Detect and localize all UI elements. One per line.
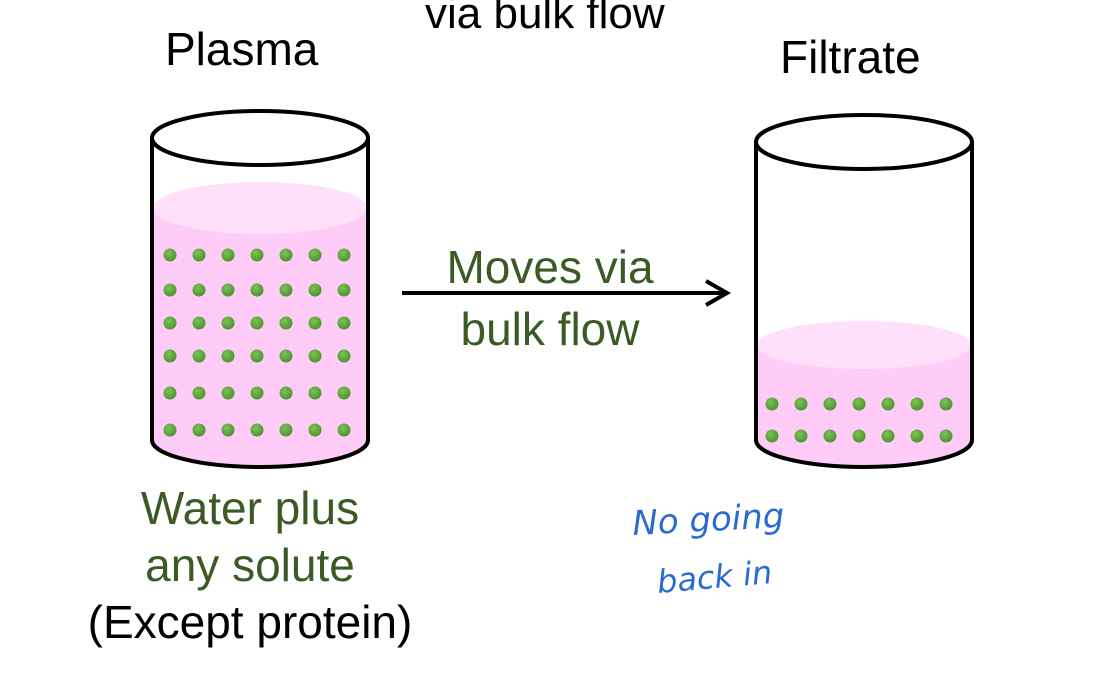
solute-particle	[337, 283, 351, 297]
solute-particle	[192, 386, 206, 400]
arrow-head	[705, 279, 732, 307]
solute-particle	[337, 423, 351, 437]
solute-particle	[279, 349, 293, 363]
arrow-label-line1: Moves via	[446, 241, 654, 293]
solute-particle	[308, 283, 322, 297]
plasma-description-line1: Water plus	[140, 482, 360, 534]
solute-particle	[823, 397, 837, 411]
solute-particle	[910, 429, 924, 443]
top-caption: via bulk flow	[425, 0, 665, 38]
solute-particle	[192, 283, 206, 297]
bulk-flow-arrow	[402, 279, 732, 307]
solute-particle	[939, 397, 953, 411]
solute-particle	[250, 386, 264, 400]
arrow-label-line2: bulk flow	[460, 303, 640, 355]
solute-particle	[939, 429, 953, 443]
plasma-liquid-surface	[153, 182, 367, 234]
plasma-description-line3: (Except protein)	[87, 596, 413, 648]
solute-particle	[337, 349, 351, 363]
filtrate-beaker-rim	[754, 113, 974, 171]
solute-particle	[221, 349, 235, 363]
solute-particle	[221, 316, 235, 330]
solute-particle	[308, 349, 322, 363]
solute-particle	[250, 248, 264, 262]
solute-particle	[279, 316, 293, 330]
solute-particle	[794, 397, 808, 411]
solute-particle	[337, 316, 351, 330]
solute-particle	[337, 386, 351, 400]
solute-particle	[192, 316, 206, 330]
solute-particle	[910, 397, 924, 411]
filtrate-beaker-wall	[754, 142, 974, 469]
solute-particle	[163, 386, 177, 400]
handwritten-note-line1: No going	[631, 496, 785, 544]
plasma-liquid	[153, 208, 367, 466]
solute-particle	[765, 397, 779, 411]
solute-particle	[192, 423, 206, 437]
solute-particle	[881, 429, 895, 443]
solute-particle	[852, 397, 866, 411]
handwritten-note: No going back in	[631, 496, 785, 601]
solute-particle	[192, 349, 206, 363]
solute-particle	[881, 397, 895, 411]
plasma-beaker-rim	[150, 109, 370, 167]
plasma-label: Plasma	[165, 23, 319, 75]
solute-particle	[163, 248, 177, 262]
solute-particle	[250, 349, 264, 363]
solute-particle	[308, 316, 322, 330]
solute-particle	[250, 283, 264, 297]
solute-particle	[221, 386, 235, 400]
solute-particle	[765, 429, 779, 443]
solute-particle	[823, 429, 837, 443]
solute-particle	[221, 423, 235, 437]
filtrate-liquid-surface	[757, 321, 971, 369]
solute-particle	[337, 248, 351, 262]
filtrate-solute-particles	[765, 397, 953, 443]
solute-particle	[163, 283, 177, 297]
solute-particle	[279, 386, 293, 400]
filtrate-label: Filtrate	[780, 31, 921, 83]
solute-particle	[250, 423, 264, 437]
solute-particle	[163, 423, 177, 437]
solute-particle	[250, 316, 264, 330]
plasma-beaker-wall	[150, 138, 370, 469]
solute-particle	[163, 349, 177, 363]
plasma-beaker	[150, 109, 370, 469]
solute-particle	[308, 423, 322, 437]
solute-particle	[221, 248, 235, 262]
solute-particle	[279, 248, 293, 262]
solute-particle	[308, 248, 322, 262]
solute-particle	[308, 386, 322, 400]
handwritten-note-line2: back in	[655, 553, 773, 601]
plasma-description-line2: any solute	[145, 539, 355, 591]
solute-particle	[794, 429, 808, 443]
solute-particle	[163, 316, 177, 330]
filtrate-beaker	[754, 113, 974, 469]
solute-particle	[279, 423, 293, 437]
solute-particle	[221, 283, 235, 297]
plasma-solute-particles	[163, 248, 351, 437]
solute-particle	[852, 429, 866, 443]
solute-particle	[279, 283, 293, 297]
plasma-description: Water plus any solute (Except protein)	[40, 480, 460, 651]
solute-particle	[192, 248, 206, 262]
arrow-label: Moves via bulk flow	[400, 236, 700, 360]
